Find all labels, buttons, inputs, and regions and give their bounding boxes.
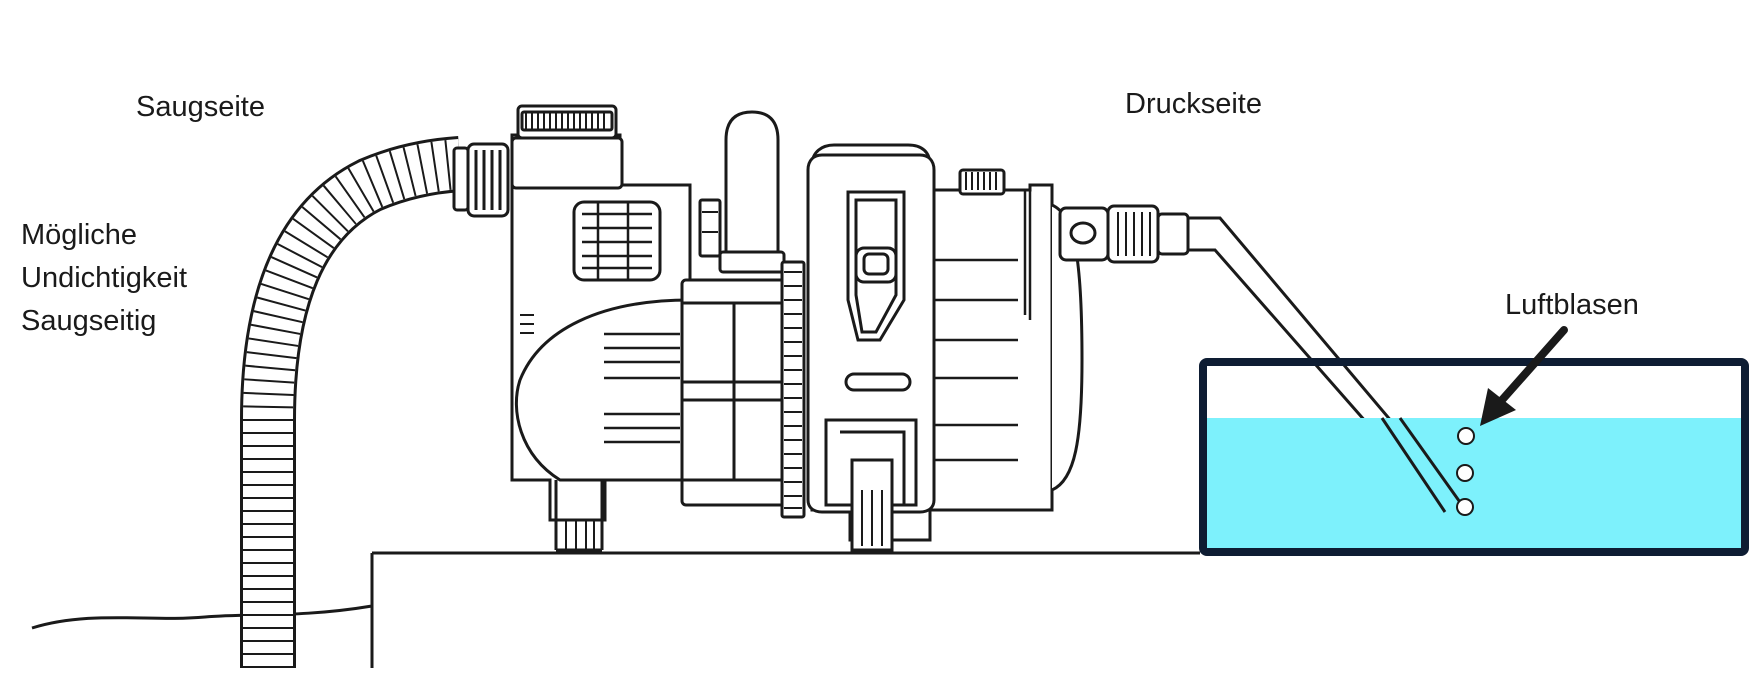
air-bubbles [1456, 427, 1475, 516]
suction-side-label: Saugseite [136, 91, 265, 123]
platform [370, 551, 1200, 668]
arrow-icon [1480, 326, 1568, 426]
bubble-bottom [1456, 498, 1474, 516]
air-bubbles-label: Luftblasen [1505, 289, 1639, 321]
bubble-middle [1456, 464, 1474, 482]
leak-label: Mögliche Undichtigkeit Saugseitig [21, 214, 187, 343]
garden-pump-icon [510, 104, 1084, 552]
hose-coupling [452, 142, 510, 218]
water-tank-icon [1199, 358, 1749, 556]
suction-hose-icon [240, 136, 463, 668]
leak-label-line1: Mögliche [21, 219, 138, 251]
bubble-top [1457, 427, 1475, 445]
outlet-coupling [1058, 204, 1190, 264]
leak-label-line3: Saugseitig [21, 305, 157, 337]
pressure-side-label: Druckseite [1125, 88, 1262, 120]
leak-label-line2: Undichtigkeit [21, 262, 188, 294]
ground-line [31, 604, 373, 630]
